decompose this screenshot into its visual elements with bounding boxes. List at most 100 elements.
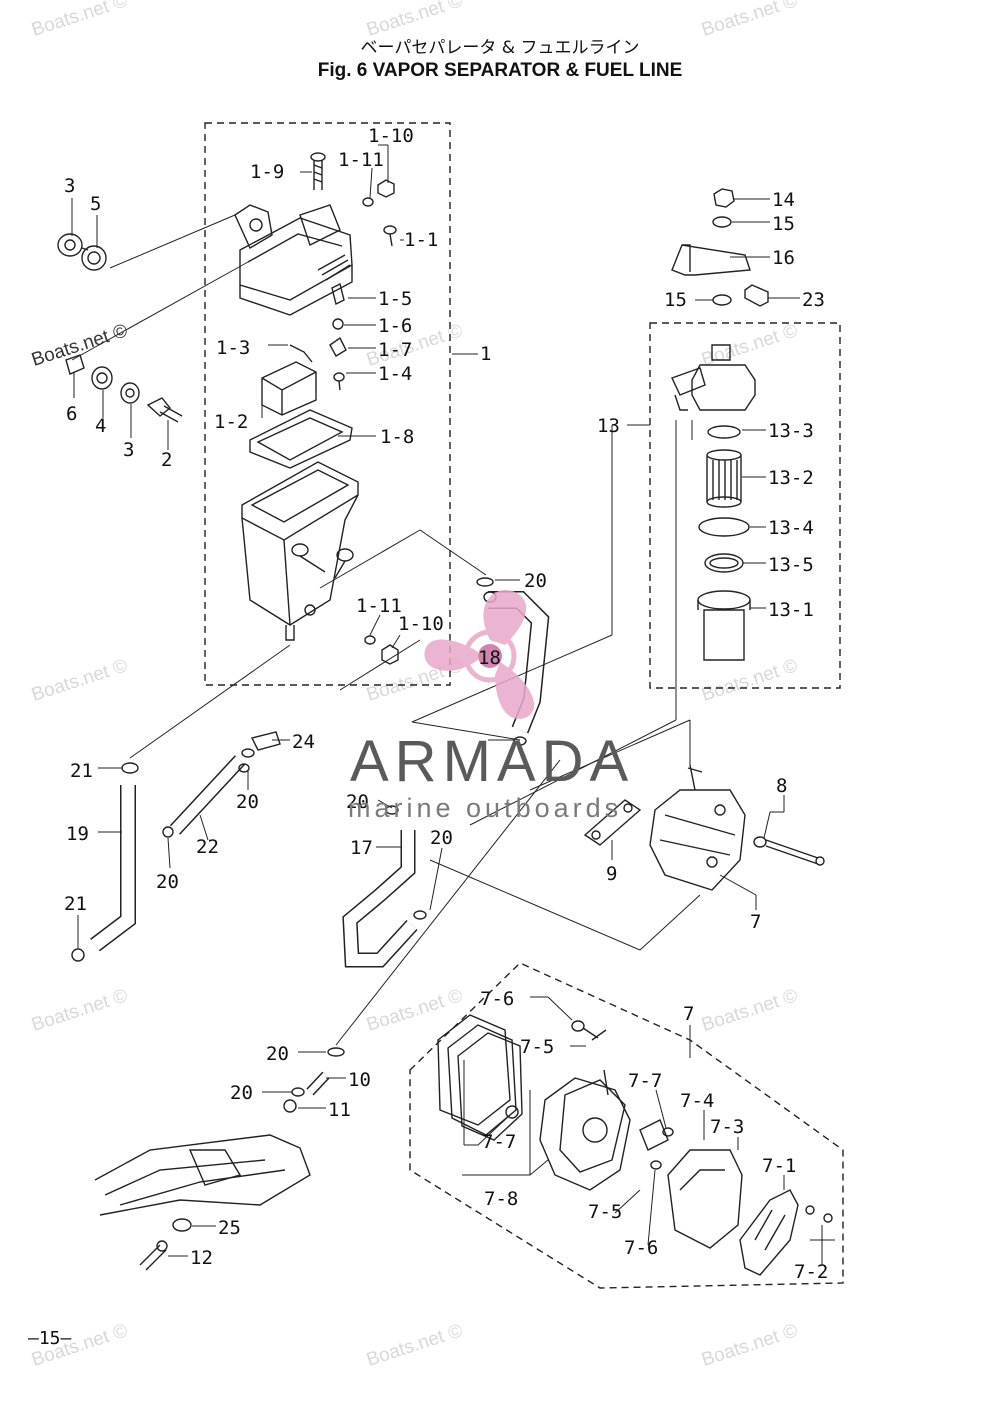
label-17: 17 xyxy=(350,837,373,859)
bolt-1-10-top xyxy=(377,179,395,198)
label-4: 4 xyxy=(95,415,106,437)
label-1-7: 1-7 xyxy=(378,339,412,361)
label-16: 16 xyxy=(772,247,795,269)
washer-1-11-bottom xyxy=(364,635,376,645)
part-labels: 1-10 1-11 1-9 1-1 1-5 1-6 1-7 1-3 1-4 1-… xyxy=(64,125,828,1283)
label-1-10: 1-10 xyxy=(368,125,414,147)
label-25: 25 xyxy=(218,1217,241,1239)
bolt-12 xyxy=(139,1240,168,1271)
label-3: 3 xyxy=(64,175,75,197)
label-1-5: 1-5 xyxy=(378,288,412,310)
propeller-logo xyxy=(424,590,535,719)
washer-1-11-top xyxy=(362,197,374,207)
engine-block xyxy=(94,1134,311,1216)
label-7: 7 xyxy=(750,911,761,933)
label-20e: 20 xyxy=(430,827,453,849)
group-13-box xyxy=(649,322,841,689)
pump-cover-7-4-7-3 xyxy=(667,1149,743,1249)
float-1-2 xyxy=(261,344,317,416)
label-13-1: 13-1 xyxy=(768,599,814,621)
filter-cup-13-1 xyxy=(697,590,751,661)
label-20g: 20 xyxy=(230,1082,253,1104)
bushing-3-5 xyxy=(57,233,107,271)
label-11: 11 xyxy=(328,1099,351,1121)
label-20a: 20 xyxy=(524,570,547,592)
label-1-4: 1-4 xyxy=(378,363,412,385)
page-number: —15— xyxy=(28,1328,72,1349)
label-20d: 20 xyxy=(346,791,369,813)
label-7-4: 7-4 xyxy=(680,1090,714,1112)
label-7-3: 7-3 xyxy=(710,1116,744,1138)
label-7-7b: 7-7 xyxy=(482,1131,516,1153)
label-1-9: 1-9 xyxy=(250,161,284,183)
figure-title: Fig. 6 VAPOR SEPARATOR & FUEL LINE xyxy=(317,60,683,81)
o-ring-13-4 xyxy=(698,517,750,537)
leader-lines xyxy=(71,144,835,1265)
label-23: 23 xyxy=(802,289,825,311)
separator-cover xyxy=(234,204,353,316)
parts-1-5-1-6-1-7 xyxy=(329,282,347,357)
fuel-filter-body xyxy=(671,344,756,411)
label-1-11b: 1-11 xyxy=(356,595,402,617)
screw-1-1 xyxy=(383,225,397,247)
label-13-5: 13-5 xyxy=(768,554,814,576)
gasket-1-8 xyxy=(249,409,353,469)
label-1-10b: 1-10 xyxy=(398,613,444,635)
label-7-1: 7-1 xyxy=(762,1155,796,1177)
label-1-3: 1-3 xyxy=(216,337,250,359)
label-1-6: 1-6 xyxy=(378,315,412,337)
pump-screws xyxy=(505,1020,833,1223)
label-1-8: 1-8 xyxy=(380,426,414,448)
brand-subtitle: marine outboards xyxy=(348,793,623,823)
bolt-8 xyxy=(753,836,825,866)
bolt-1-10-bottom xyxy=(381,644,399,665)
label-10: 10 xyxy=(348,1069,371,1091)
label-15: 15 xyxy=(772,213,795,235)
label-7-5a: 7-5 xyxy=(520,1036,554,1058)
label-7-7a: 7-7 xyxy=(628,1070,662,1092)
label-21b: 21 xyxy=(64,893,87,915)
screw-1-4 xyxy=(333,372,345,391)
o-ring-13-5-inner xyxy=(709,557,739,569)
brand-name: ARMADA xyxy=(350,729,635,794)
label-7-6b: 7-6 xyxy=(624,1237,658,1259)
label-7-8: 7-8 xyxy=(484,1188,518,1210)
label-2: 2 xyxy=(161,449,172,471)
hose-clips xyxy=(71,577,527,1232)
label-13: 13 xyxy=(597,415,620,437)
label-20f: 20 xyxy=(266,1043,289,1065)
group-7-box xyxy=(409,962,844,1289)
label-6: 6 xyxy=(66,403,77,425)
fuel-pump-7 xyxy=(649,764,746,891)
bolt-23 xyxy=(744,284,769,307)
label-7-6a: 7-6 xyxy=(480,988,514,1010)
label-13-3: 13-3 xyxy=(768,420,814,442)
label-21a: 21 xyxy=(70,760,93,782)
hose-19 xyxy=(91,785,135,951)
nut-14 xyxy=(713,188,735,208)
label-13-2: 13-2 xyxy=(768,467,814,489)
title-japanese: ベーパセパレータ & フュエルライン xyxy=(360,38,640,58)
label-22: 22 xyxy=(196,836,219,858)
label-7b: 7 xyxy=(683,1003,694,1025)
filter-element-13-2 xyxy=(706,449,742,508)
connection-lines xyxy=(71,214,701,1046)
label-19: 19 xyxy=(66,823,89,845)
label-8: 8 xyxy=(776,775,787,797)
label-24: 24 xyxy=(292,731,315,753)
hose-17 xyxy=(343,830,417,966)
label-1-2: 1-2 xyxy=(214,411,248,433)
washer-15-bottom xyxy=(712,294,732,306)
label-7-2: 7-2 xyxy=(794,1261,828,1283)
separator-body xyxy=(241,461,359,641)
label-5: 5 xyxy=(90,193,101,215)
label-15b: 15 xyxy=(664,289,687,311)
washer-15-top xyxy=(712,216,732,228)
label-13-4: 13-4 xyxy=(768,517,814,539)
label-1: 1 xyxy=(480,343,491,365)
label-18: 18 xyxy=(478,647,501,669)
label-20b: 20 xyxy=(236,791,259,813)
label-3b: 3 xyxy=(123,439,134,461)
